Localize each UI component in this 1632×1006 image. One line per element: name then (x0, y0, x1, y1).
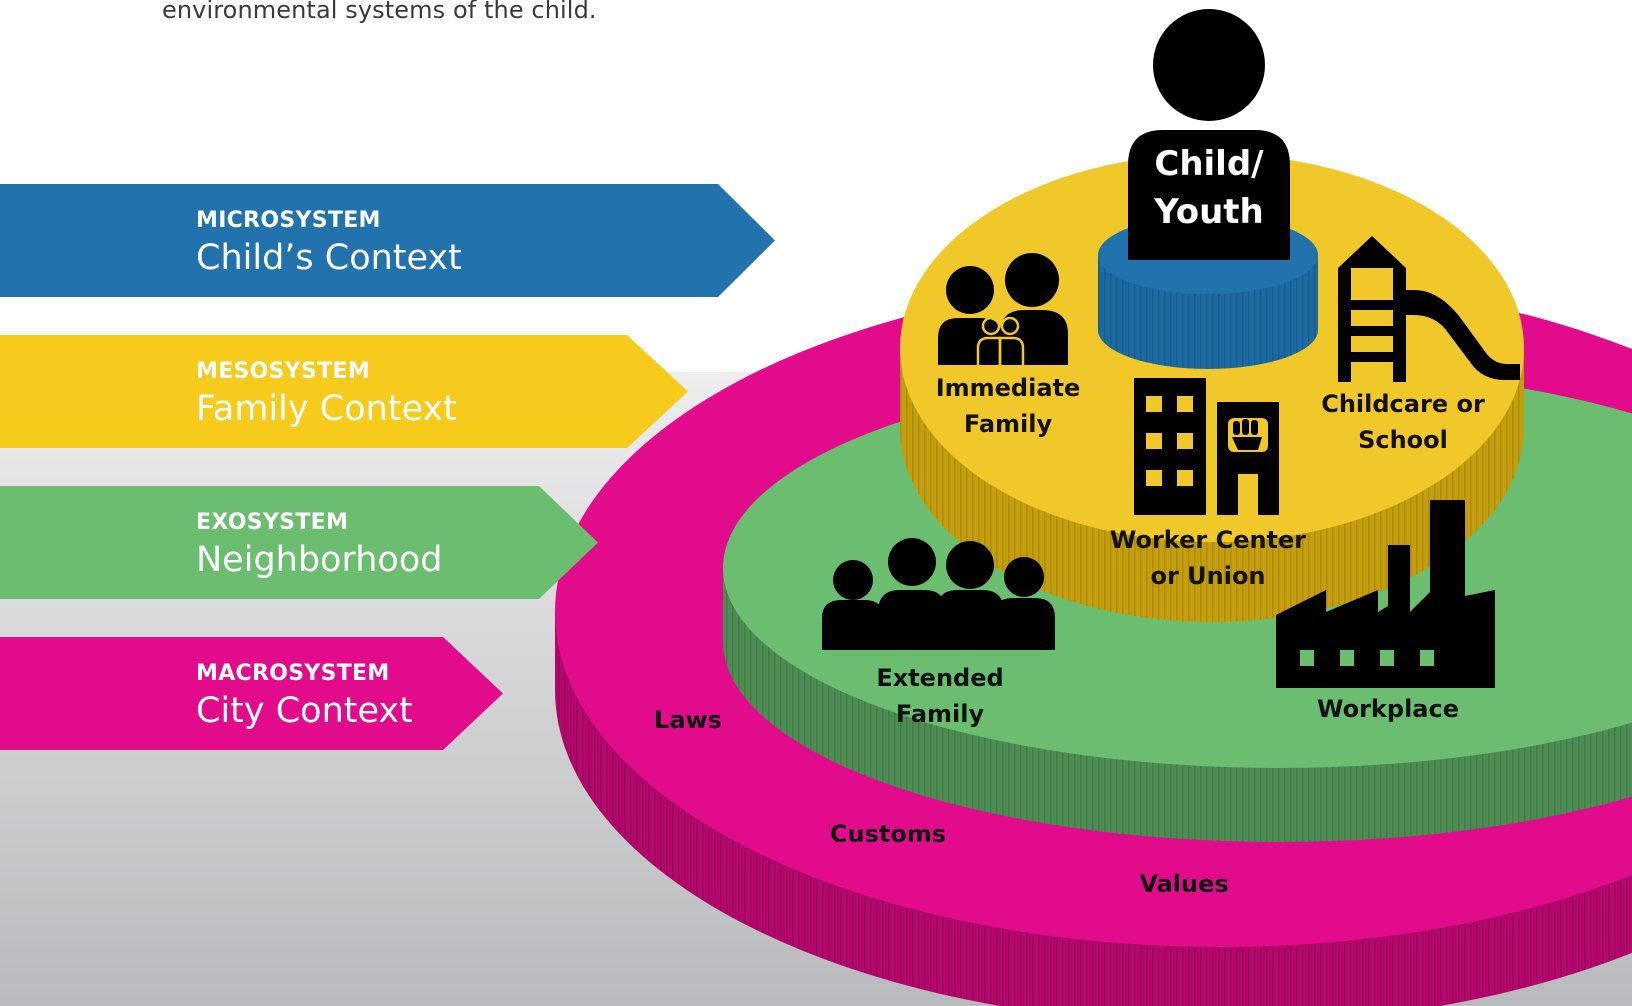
immediate-family-label: Immediate Family (936, 370, 1081, 442)
mesosystem-title: MESOSYSTEM (196, 359, 371, 384)
workplace-label: Workplace (1317, 691, 1459, 727)
customs-label: Customs (829, 820, 947, 848)
banner-macrosystem: MACROSYSTEM City Context (0, 637, 503, 750)
immediate-family-line2: Family (963, 410, 1053, 438)
microsystem-title: MICROSYSTEM (196, 208, 381, 233)
laws-label: Laws (654, 706, 722, 734)
playground-slide-icon (1338, 236, 1520, 382)
worker-center-line1: Worker Center (1109, 526, 1307, 554)
macrosystem-title: MACROSYSTEM (196, 661, 390, 686)
childcare-line2: School (1358, 426, 1448, 454)
intro-text: environmental systems of the child. (162, 0, 597, 24)
macrosystem-context: City Context (196, 691, 413, 731)
worker-center-label: Worker Center or Union (1110, 522, 1306, 594)
buildings-fist-icon (1134, 378, 1279, 515)
banner-microsystem: MICROSYSTEM Child’s Context (0, 184, 775, 297)
workplace-text: Workplace (1316, 695, 1460, 723)
microsystem-context: Child’s Context (196, 238, 462, 278)
child-person-icon (1128, 9, 1290, 260)
child-label-line2: Youth (1154, 192, 1264, 232)
childcare-line1: Childcare or (1321, 390, 1485, 418)
family-icon (938, 253, 1068, 365)
values-label: Values (1139, 870, 1229, 898)
banner-exosystem: EXOSYSTEM Neighborhood (0, 486, 598, 599)
worker-center-line2: or Union (1150, 562, 1266, 590)
exosystem-context: Neighborhood (196, 540, 443, 580)
exosystem-title: EXOSYSTEM (196, 510, 349, 535)
group-people-icon (822, 538, 1055, 650)
extended-family-line2: Family (895, 700, 985, 728)
child-youth-label: Child/ Youth (1154, 140, 1264, 236)
factory-icon (1276, 500, 1495, 688)
extended-family-line1: Extended (876, 664, 1004, 692)
extended-family-label: Extended Family (876, 660, 1003, 732)
banner-mesosystem: MESOSYSTEM Family Context (0, 335, 688, 448)
child-label-line1: Child/ (1154, 144, 1264, 184)
childcare-school-label: Childcare or School (1321, 386, 1485, 458)
immediate-family-line1: Immediate (935, 374, 1081, 402)
mesosystem-context: Family Context (196, 389, 457, 429)
